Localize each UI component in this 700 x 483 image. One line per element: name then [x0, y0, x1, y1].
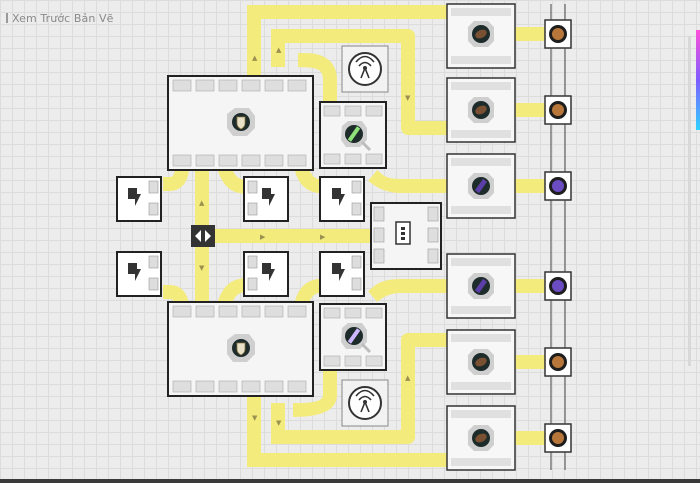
- window-title: Xem Trước Bản Vẽ: [6, 12, 114, 25]
- title-marker: [6, 13, 8, 23]
- arrow-mark: ▼: [199, 264, 205, 272]
- conveyor-mid-upper[interactable]: [368, 170, 452, 193]
- conveyor-bottom-inner[interactable]: [271, 333, 452, 444]
- extractor-top[interactable]: [341, 45, 389, 93]
- miner-3[interactable]: [544, 171, 572, 201]
- refiner-bottom[interactable]: [319, 303, 387, 371]
- station-1[interactable]: [446, 3, 516, 69]
- lightning-bolt-icon: [128, 263, 141, 281]
- station-5[interactable]: [446, 329, 516, 395]
- lightning-bolt-icon: [262, 188, 275, 206]
- splitter-row-lower[interactable]: [116, 251, 365, 297]
- conveyor-upper-right-stub[interactable]: [293, 161, 327, 195]
- conveyor-top-curl[interactable]: [297, 52, 337, 125]
- arrow-mark: ▲: [252, 54, 258, 62]
- miner-4[interactable]: [544, 271, 572, 301]
- conveyor-top-inner[interactable]: [271, 29, 452, 135]
- miner-1[interactable]: [544, 19, 572, 49]
- shield-crest-icon: [227, 108, 255, 136]
- arrow-mark: ▲: [405, 374, 411, 382]
- dark-ore-icon: [468, 97, 494, 123]
- conveyor-top-outer[interactable]: [247, 5, 452, 79]
- chip-icon: [395, 221, 411, 245]
- conveyor-arrows: ▲ ▲ ▼ ▼ ▼ ▲ ▶ ▶ ▲ ▼: [199, 46, 411, 427]
- storage-unit[interactable]: [370, 202, 442, 270]
- splitter-upper-mid[interactable]: [243, 176, 289, 222]
- conveyor-lower-mid-stub[interactable]: [216, 277, 249, 311]
- purple-crystal-icon: [468, 273, 494, 299]
- arrow-mark: ▼: [252, 414, 258, 422]
- arrow-mark: ▶: [320, 233, 326, 241]
- purple-crystal-icon: [468, 173, 494, 199]
- glass-tube-icon: [341, 121, 372, 152]
- status-footer: [0, 479, 700, 483]
- dark-ore-icon: [468, 349, 494, 375]
- station-6[interactable]: [446, 405, 516, 471]
- conveyor-bottom-outer[interactable]: [247, 393, 452, 467]
- conveyor-upper-left-stub[interactable]: [162, 162, 190, 192]
- shield-crest-icon: [227, 334, 255, 362]
- arrow-junction-icon: [195, 230, 211, 242]
- splitter-lower-left[interactable]: [116, 251, 162, 297]
- miner-column[interactable]: [544, 4, 572, 470]
- station-2[interactable]: [446, 77, 516, 143]
- station-column[interactable]: [446, 3, 516, 471]
- scroll-track[interactable]: [688, 36, 691, 366]
- arrow-mark: ▲: [276, 46, 282, 54]
- arrow-mark: ▶: [260, 233, 266, 241]
- splitter-lower-right[interactable]: [319, 251, 365, 297]
- arrow-mark: ▲: [199, 199, 205, 207]
- dark-ore-icon: [468, 21, 494, 47]
- dark-ore-icon: [468, 425, 494, 451]
- antenna-icon: [348, 52, 382, 86]
- conveyor-mid-lower[interactable]: [368, 279, 452, 302]
- glass-tube-icon: [341, 323, 372, 354]
- arrow-mark: ▼: [276, 419, 282, 427]
- splitter-upper-right[interactable]: [319, 176, 365, 222]
- miner-5[interactable]: [544, 347, 572, 377]
- assembler-top[interactable]: [167, 75, 314, 171]
- splitter-row-upper[interactable]: [116, 176, 365, 222]
- miner-rails: [550, 4, 566, 470]
- lightning-bolt-icon: [262, 263, 275, 281]
- scrollbar-thumb[interactable]: [696, 30, 700, 130]
- station-4[interactable]: [446, 253, 516, 319]
- conveyor-upper-mid-stub[interactable]: [216, 161, 249, 195]
- conveyor-network[interactable]: [162, 5, 552, 467]
- extractor-bottom[interactable]: [341, 379, 389, 427]
- window-title-text: Xem Trước Bản Vẽ: [12, 12, 114, 25]
- assembler-bottom[interactable]: [167, 301, 314, 397]
- splitter-upper-left[interactable]: [116, 176, 162, 222]
- lightning-bolt-icon: [332, 188, 345, 206]
- arrow-mark: ▼: [405, 94, 411, 102]
- miner-6[interactable]: [544, 423, 572, 453]
- lightning-bolt-icon: [128, 188, 141, 206]
- antenna-icon: [348, 386, 382, 420]
- splitter-lower-mid[interactable]: [243, 251, 289, 297]
- refiner-top[interactable]: [319, 101, 387, 169]
- lightning-bolt-icon: [332, 263, 345, 281]
- junction-node[interactable]: [191, 225, 215, 247]
- conveyor-lower-right-stub[interactable]: [293, 277, 327, 311]
- station-3[interactable]: [446, 153, 516, 219]
- conveyor-bottom-curl[interactable]: [292, 338, 337, 418]
- miner-2[interactable]: [544, 95, 572, 125]
